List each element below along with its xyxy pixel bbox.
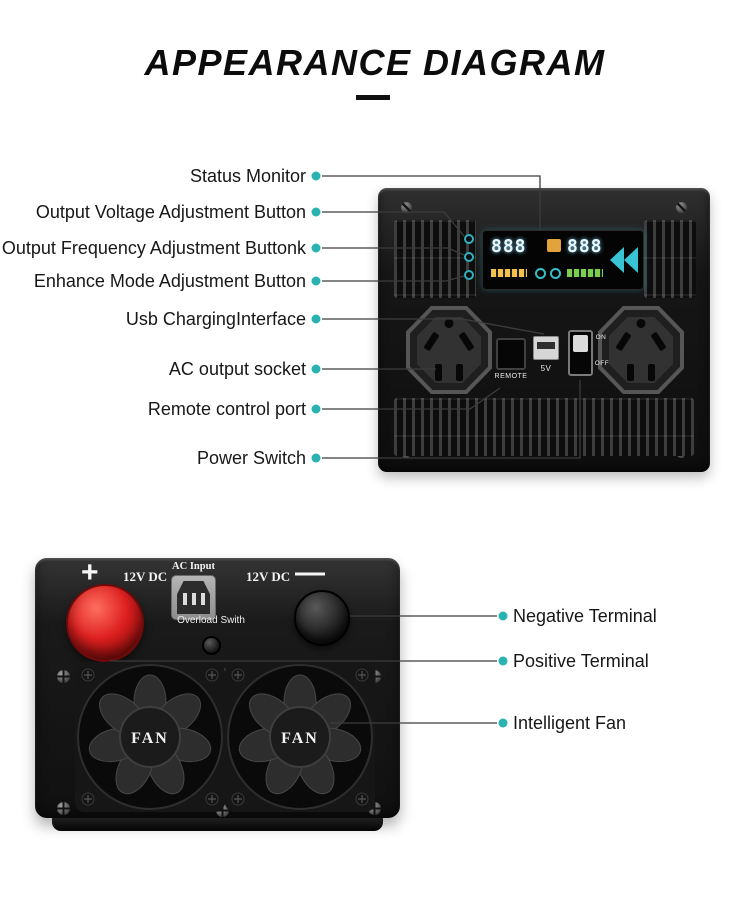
usb-charging-port[interactable] bbox=[533, 336, 559, 360]
screw-icon bbox=[676, 202, 687, 213]
callout-dot bbox=[498, 611, 508, 621]
label-negative-terminal: Negative Terminal bbox=[513, 606, 657, 626]
intelligent-fan-left: FAN bbox=[75, 662, 225, 812]
dc-label-right: 12V DC bbox=[246, 569, 291, 584]
positive-terminal[interactable] bbox=[66, 584, 144, 662]
callout-dot bbox=[311, 207, 321, 217]
label-intelligent-fan: Intelligent Fan bbox=[513, 713, 627, 733]
fan-corner-cross bbox=[84, 671, 216, 803]
status-monitor-display: 888 888 bbox=[482, 230, 644, 290]
ac-input-socket[interactable] bbox=[171, 575, 216, 620]
fan-label: FAN bbox=[281, 730, 319, 747]
display-arrow-icon bbox=[610, 247, 624, 273]
enhance-mode-adjust-button[interactable] bbox=[464, 270, 474, 280]
label-output-frequency-button: Output Frequency Adjustment Buttonk bbox=[1, 238, 306, 258]
ac-output-socket-left[interactable] bbox=[406, 306, 492, 394]
label-power-switch: Power Switch bbox=[196, 448, 306, 468]
callout-dot bbox=[498, 656, 508, 666]
power-switch[interactable] bbox=[568, 330, 593, 376]
inlet-slot bbox=[183, 593, 187, 605]
fan-corner-cross bbox=[234, 671, 366, 803]
title-underline bbox=[356, 95, 390, 100]
callout-dot bbox=[311, 364, 321, 374]
display-status-icon bbox=[550, 268, 561, 279]
negative-terminal[interactable] bbox=[294, 590, 350, 646]
overload-switch-button[interactable] bbox=[202, 636, 221, 655]
inlet-slot bbox=[192, 593, 196, 605]
output-frequency-adjust-button[interactable] bbox=[464, 252, 474, 262]
label-ac-output-socket: AC output socket bbox=[168, 359, 306, 379]
callout-dot bbox=[311, 276, 321, 286]
callout-dot bbox=[311, 171, 321, 181]
label-positive-terminal: Positive Terminal bbox=[513, 651, 649, 671]
output-voltage-adjust-button[interactable] bbox=[464, 234, 474, 244]
label-status-monitor: Status Monitor bbox=[189, 166, 306, 186]
ac-inlet-recess bbox=[177, 581, 210, 614]
display-load-bar bbox=[567, 269, 603, 277]
remote-control-port[interactable] bbox=[496, 338, 526, 370]
switch-off-label: OFF bbox=[594, 360, 610, 367]
fan-hub bbox=[119, 706, 181, 768]
display-battery-bar bbox=[491, 269, 527, 277]
positive-symbol: + bbox=[81, 556, 99, 589]
fan-label: FAN bbox=[131, 730, 169, 747]
socket-slot bbox=[627, 364, 634, 381]
inlet-slot bbox=[201, 593, 205, 605]
callout-dot bbox=[311, 243, 321, 253]
label-usb-charging-interface: Usb ChargingInterface bbox=[125, 309, 306, 329]
ac-input-label: AC Input bbox=[172, 561, 215, 572]
overload-switch-label: Overload Swith bbox=[177, 615, 245, 626]
display-status-icon bbox=[535, 268, 546, 279]
socket-slot bbox=[435, 364, 442, 381]
inverter-front-panel: 888 888 bbox=[378, 188, 710, 472]
dc-label-left: 12V DC bbox=[123, 569, 168, 584]
remote-port-label: REMOTE bbox=[494, 373, 528, 380]
display-arrow-icon bbox=[624, 247, 638, 273]
socket-hole bbox=[636, 319, 646, 328]
page-title: APPEARANCE DIAGRAM bbox=[144, 42, 606, 83]
socket-hole bbox=[444, 319, 454, 328]
screw-icon bbox=[401, 202, 412, 213]
screw-icon bbox=[57, 802, 70, 815]
screw-icon bbox=[57, 670, 70, 683]
label-enhance-mode-button: Enhance Mode Adjustment Button bbox=[33, 271, 306, 291]
callout-dot bbox=[311, 453, 321, 463]
socket-slot bbox=[456, 364, 463, 381]
usb-tongue bbox=[537, 342, 555, 349]
negative-symbol: — bbox=[295, 556, 325, 589]
label-output-voltage-button: Output Voltage Adjustment Button bbox=[35, 202, 306, 222]
callout-dot bbox=[311, 314, 321, 324]
display-mode-indicator bbox=[547, 239, 561, 252]
display-digits-left: 888 bbox=[491, 236, 527, 257]
vent-grille-top-right bbox=[644, 220, 696, 298]
switch-on-label: ON bbox=[595, 334, 607, 341]
power-switch-rocker bbox=[573, 335, 588, 352]
inverter-back-panel: + 12V DC AC Input 12V DC — Overload Swit… bbox=[35, 558, 400, 818]
ac-output-socket-right[interactable] bbox=[598, 306, 684, 394]
vent-grille-bottom bbox=[394, 398, 694, 456]
usb-voltage-label: 5V bbox=[540, 364, 552, 373]
callout-dot bbox=[498, 718, 508, 728]
socket-slot bbox=[648, 364, 655, 381]
callout-dot bbox=[311, 404, 321, 414]
intelligent-fan-right: FAN bbox=[225, 662, 375, 812]
display-digits-right: 888 bbox=[567, 236, 603, 257]
label-remote-control-port: Remote control port bbox=[147, 399, 306, 419]
fan-hub bbox=[269, 706, 331, 768]
device-base bbox=[52, 818, 383, 831]
